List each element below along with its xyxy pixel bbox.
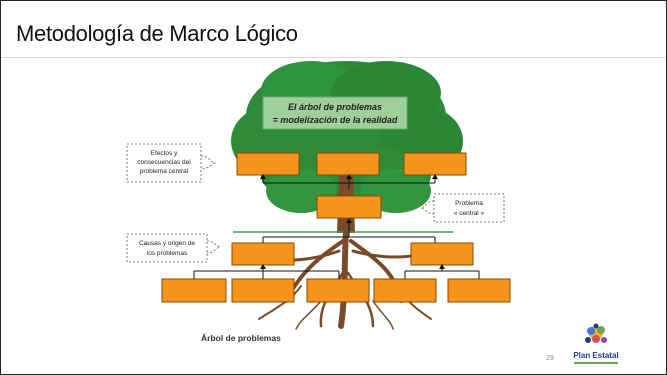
- sub-cause-box: [447, 278, 511, 303]
- cause-box: [231, 242, 295, 266]
- effects-callout-line-2: consecuencias del: [137, 159, 191, 166]
- causes-callout-line-2: los problemas: [147, 250, 188, 257]
- effects-callout-line-3: problema central: [140, 168, 189, 175]
- causes-callout-line-1: Causas y origen de: [139, 240, 195, 247]
- slide-title: Metodología de Marco Lógico: [16, 21, 298, 46]
- causes-level-2: [161, 264, 511, 303]
- effects-callout-line-1: Efectos y: [151, 150, 178, 157]
- banner-line-2: = modelización de la realidad: [273, 115, 398, 125]
- sub-cause-box: [306, 278, 370, 303]
- causes-level-1: [231, 218, 474, 266]
- sub-cause-box: [373, 278, 437, 303]
- sub-cause-box: [231, 278, 295, 303]
- banner-line-1: El árbol de problemas: [288, 102, 382, 112]
- central-callout: Problema « central »: [419, 193, 505, 223]
- effect-box: [403, 152, 467, 176]
- logo-underline: [574, 362, 618, 364]
- sub-cause-box: [161, 278, 227, 303]
- plan-estatal-logo: Plan Estatal: [566, 321, 626, 366]
- central-callout-line-2: « central »: [454, 210, 485, 217]
- logo-text: Plan Estatal: [573, 351, 619, 360]
- causes-callout: Causas y origen de los problemas: [126, 233, 222, 263]
- page-number: 29: [546, 355, 554, 362]
- cause-box: [410, 242, 474, 266]
- effect-box: [316, 152, 380, 176]
- effects-callout: Efectos y consecuencias del problema cen…: [126, 143, 217, 183]
- tree-canopy: [231, 61, 463, 213]
- diagram-caption: Árbol de problemas: [201, 333, 281, 343]
- canopy-banner: El árbol de problemas = modelización de …: [262, 96, 408, 130]
- effect-box: [236, 152, 300, 176]
- effects-row: [236, 152, 467, 176]
- logo-emblem-icon: [585, 323, 607, 343]
- central-problem: [260, 174, 438, 219]
- title-divider: [1, 57, 666, 58]
- central-callout-line-1: Problema: [455, 200, 483, 207]
- central-problem-box: [316, 195, 382, 219]
